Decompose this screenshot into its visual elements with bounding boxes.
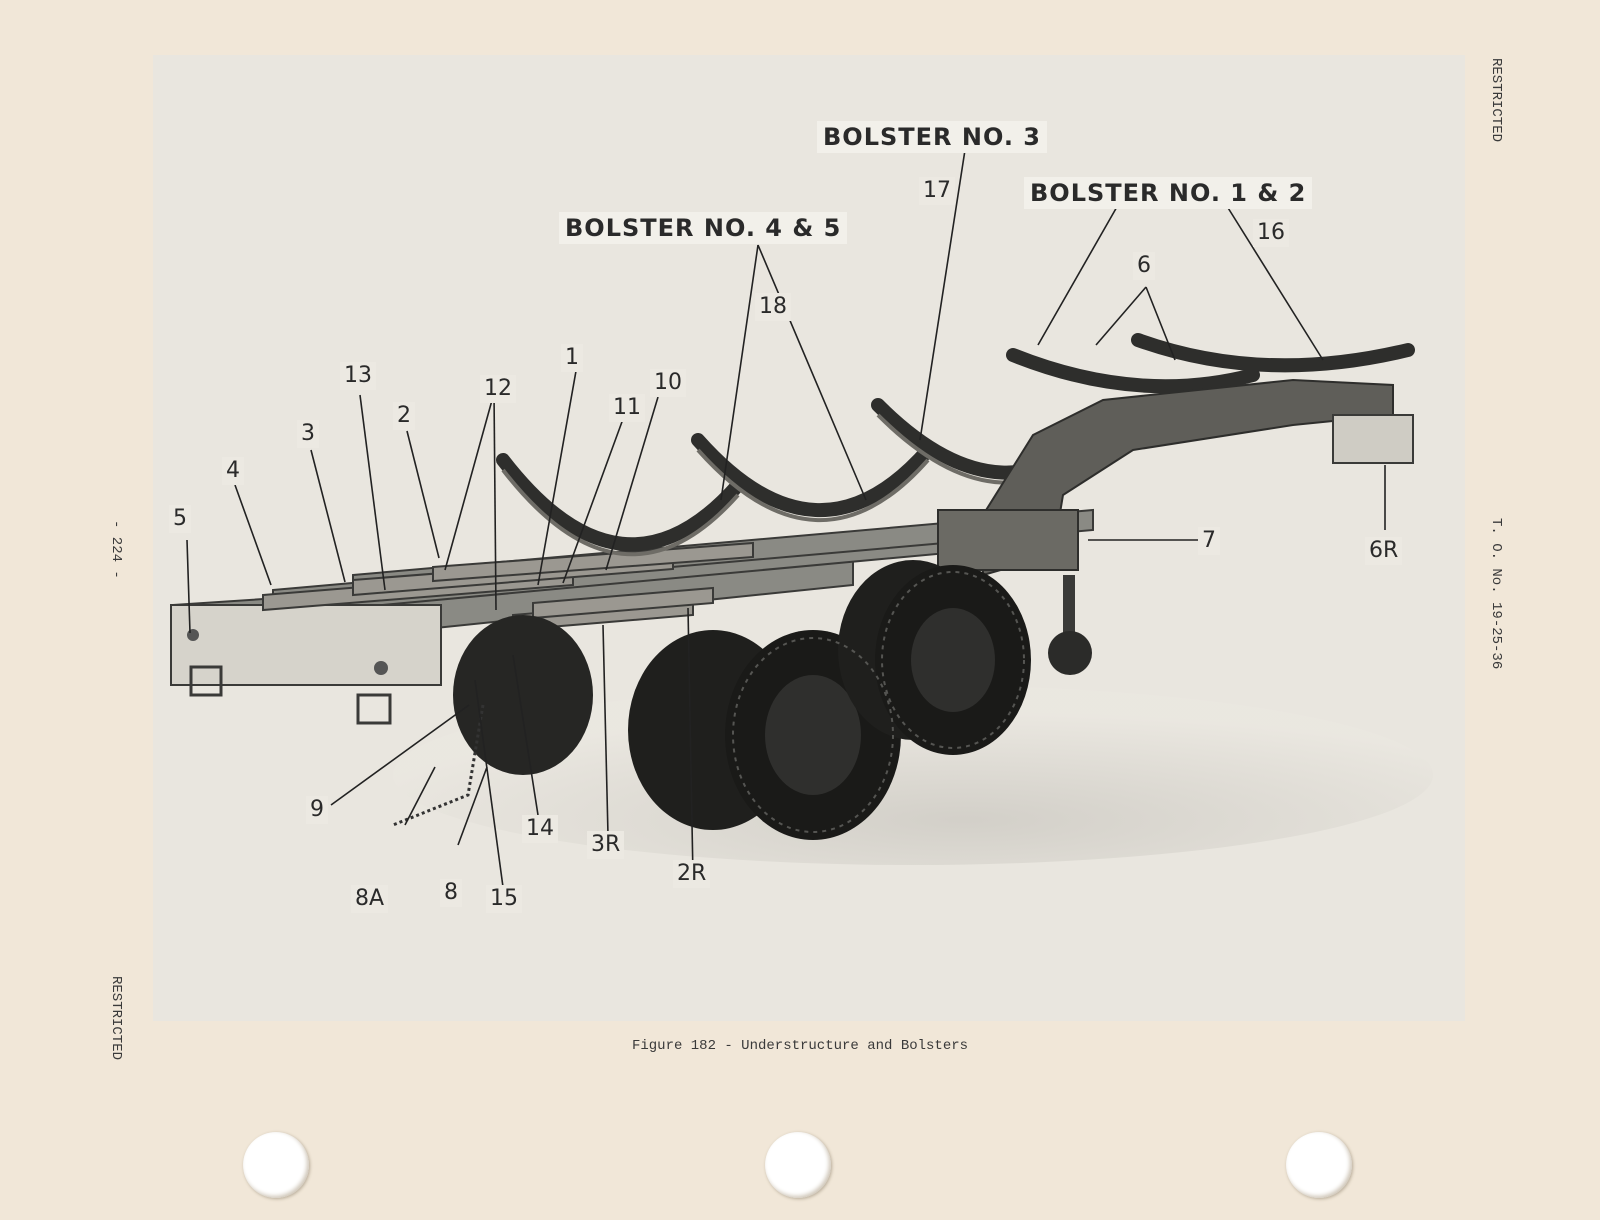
callout-8: 8 (440, 879, 462, 907)
callout-11: 11 (609, 394, 645, 422)
callout-17: 17 (919, 177, 955, 205)
callout-3: 3 (297, 420, 319, 448)
callout-9: 9 (306, 796, 328, 824)
bolster-no1-2-label: BOLSTER NO. 1 & 2 (1024, 177, 1313, 209)
callout-2r: 2R (673, 860, 711, 888)
page-number: - 224 - (108, 520, 124, 579)
callout-14: 14 (522, 815, 558, 843)
callout-6: 6 (1133, 252, 1155, 280)
callout-2: 2 (393, 402, 415, 430)
callout-18: 18 (755, 293, 791, 321)
callout-8a: 8A (351, 885, 389, 913)
callout-7: 7 (1198, 527, 1220, 555)
binder-hole-right (1286, 1132, 1352, 1198)
callout-1: 1 (561, 344, 583, 372)
restricted-top-label: RESTRICTED (1488, 58, 1504, 143)
binder-hole-left (243, 1132, 309, 1198)
trailer-illustration (170, 149, 1433, 888)
restricted-bottom-label: RESTRICTED (108, 976, 124, 1061)
callout-5: 5 (169, 505, 191, 533)
callout-4: 4 (222, 457, 244, 485)
callout-6r: 6R (1365, 537, 1403, 565)
callout-15: 15 (486, 885, 522, 913)
callout-10: 10 (650, 369, 686, 397)
document-number: T. O. No. 19-25-36 (1488, 518, 1504, 670)
figure-caption: Figure 182 - Understructure and Bolsters (631, 1038, 969, 1054)
figure-photo: BOLSTER NO. 3 BOLSTER NO. 1 & 2 BOLSTER … (153, 55, 1465, 1021)
callout-3r: 3R (587, 831, 625, 859)
bolster-no3-label: BOLSTER NO. 3 (817, 121, 1048, 153)
callout-12: 12 (480, 375, 516, 403)
callout-13: 13 (340, 362, 376, 390)
binder-hole-center (765, 1132, 831, 1198)
callout-16: 16 (1253, 219, 1289, 247)
bolster-no4-5-label: BOLSTER NO. 4 & 5 (559, 212, 848, 244)
